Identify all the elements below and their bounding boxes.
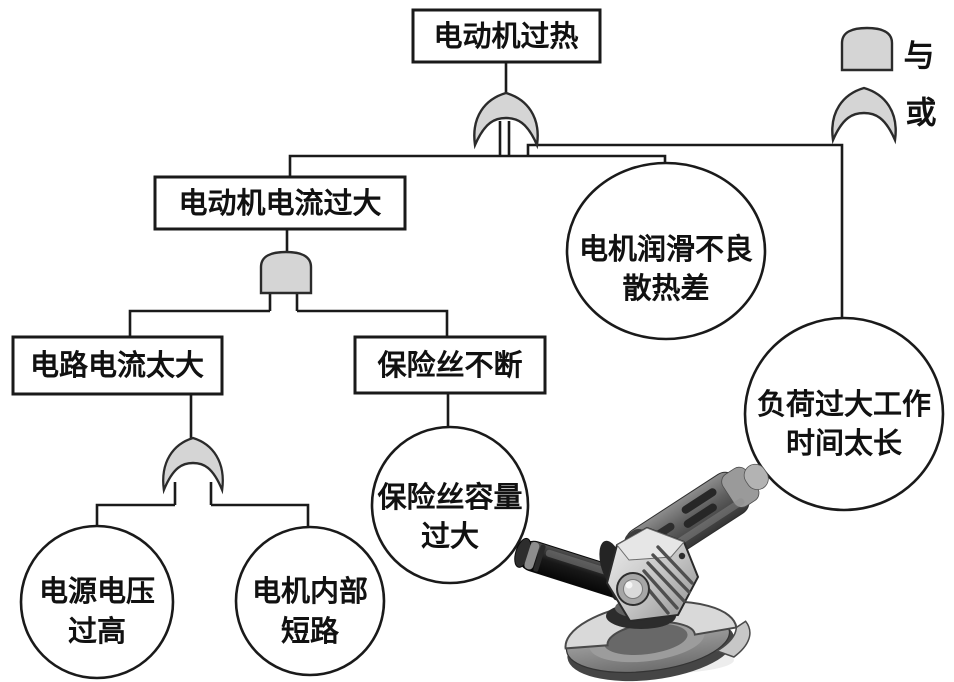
grinder-head-screw: [678, 552, 686, 560]
node-motor-internal-short-line1: 电机内部: [252, 574, 368, 608]
or-gate-lower: [162, 436, 224, 495]
node-motor-internal-short: 电机内部 短路: [234, 525, 386, 677]
node-supply-voltage-circle: [19, 524, 175, 680]
node-poor-lubrication-line1: 电机润滑不良: [579, 232, 753, 266]
node-top-event-label: 电动机过热: [433, 20, 578, 53]
node-overload-line1: 负荷过大工作: [757, 388, 931, 421]
node-overload-line2: 时间太长: [786, 427, 903, 460]
node-circuit-current-high: 电路电流太大: [11, 335, 224, 396]
legend-or-symbol: [831, 86, 897, 145]
or-gate-lower-shape: [162, 436, 224, 495]
node-motor-current-high: 电动机电流过大: [153, 175, 407, 231]
andgate-legs: [268, 292, 299, 311]
node-supply-voltage-high: 电源电压 过高: [19, 524, 175, 680]
orgate-top-stem: [498, 121, 511, 156]
node-circuit-current-label: 电路电流太大: [30, 349, 204, 382]
grinder-head-ridges: [638, 545, 694, 615]
node-supply-voltage-line1: 电源电压: [39, 575, 155, 608]
connector-lines: [95, 62, 844, 528]
legend-or-label: 或: [906, 96, 937, 131]
node-overload-circle: [743, 316, 945, 512]
edge-orgate-left-branch: [288, 154, 667, 177]
node-top-event: 电动机过热: [411, 8, 602, 64]
or-gate-top: [473, 91, 539, 150]
edge-orgate-right-branch: [526, 143, 844, 319]
and-gate-shape: [259, 250, 313, 295]
node-motor-internal-short-circle: [234, 525, 386, 677]
node-motor-current-box: [153, 175, 407, 231]
node-fuse-not-breaking: 保险丝不断: [353, 335, 547, 395]
edge-orgate2-right: [211, 503, 310, 528]
edge-andgate-left: [128, 309, 270, 338]
node-circuit-current-box: [11, 335, 224, 396]
node-poor-lubrication-line2: 散热差: [622, 272, 709, 305]
legend-and-label: 与: [904, 39, 935, 74]
node-fuse-not-breaking-box: [353, 335, 547, 395]
node-fuse-capacity-circle: [370, 425, 530, 585]
node-fuse-capacity-line1: 保险丝容量: [376, 480, 522, 514]
node-top-event-box: [411, 8, 602, 64]
legend-or-gate-icon: [831, 86, 897, 145]
node-poor-lubrication-circle: [565, 161, 767, 341]
node-supply-voltage-line2: 过高: [68, 615, 126, 648]
node-motor-current-label: 电动机电流过大: [178, 187, 381, 220]
legend-and-symbol: [840, 26, 894, 72]
and-gate: [259, 250, 313, 295]
node-fuse-capacity-line2: 过大: [421, 520, 479, 553]
orgate2-legs: [173, 482, 213, 505]
legend-and-gate-icon: [840, 26, 894, 72]
node-fuse-capacity-large: 保险丝容量 过大: [370, 425, 530, 585]
or-gate-top-shape: [473, 91, 539, 150]
node-overload-long-runtime: 负荷过大工作 时间太长: [743, 316, 945, 512]
node-poor-lubrication: 电机润滑不良 散热差: [565, 161, 767, 341]
node-fuse-not-breaking-label: 保险丝不断: [376, 348, 522, 382]
edge-andgate-right: [297, 309, 449, 338]
edge-orgate2-left: [95, 503, 175, 527]
angle-grinder-illustration: [514, 463, 769, 682]
grinder-gear-head: [605, 526, 700, 623]
node-motor-internal-short-line2: 短路: [281, 615, 340, 648]
legend: 与 或: [831, 26, 937, 145]
